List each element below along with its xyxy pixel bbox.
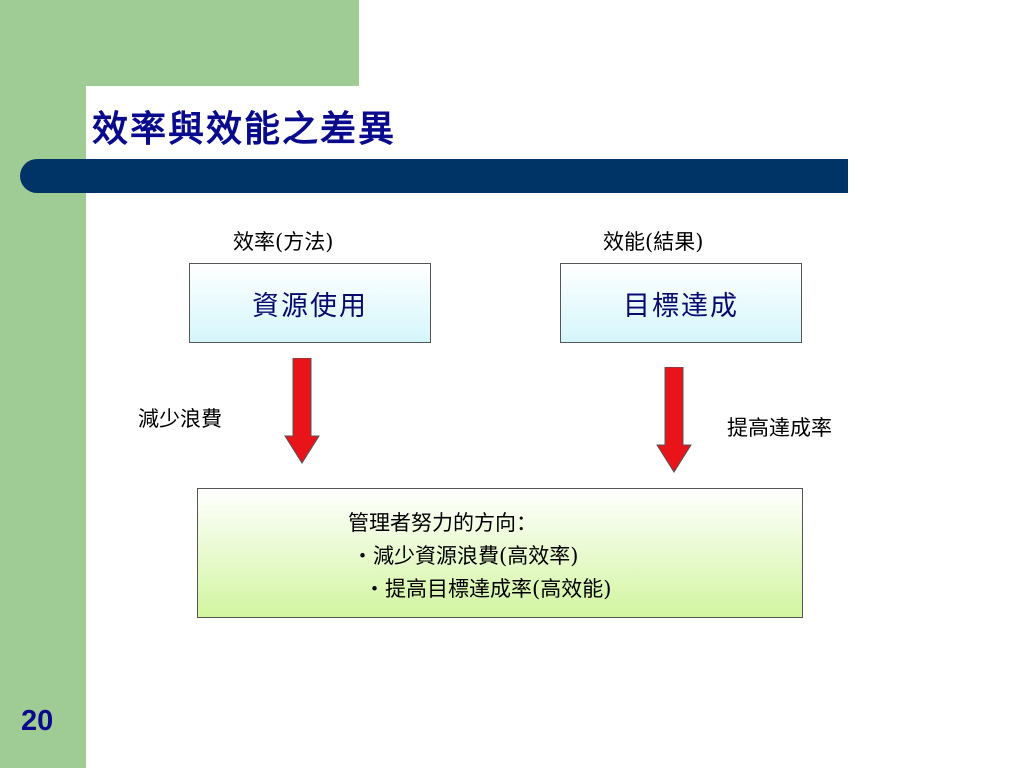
efficiency-box: 資源使用 [189, 263, 431, 343]
summary-item-effectiveness: ・提高目標達成率(高效能) [364, 577, 612, 601]
effectiveness-arrow-label: 提高達成率 [727, 416, 832, 440]
left-green-band [0, 0, 86, 768]
effectiveness-down-arrow [656, 367, 692, 473]
effectiveness-heading: 效能(結果) [603, 230, 704, 254]
title-bar [20, 159, 848, 193]
efficiency-arrow-label: 減少浪費 [138, 407, 222, 431]
slide-title: 效率與效能之差異 [92, 108, 397, 150]
slide-number: 20 [21, 705, 54, 737]
summary-heading: 管理者努力的方向： [348, 511, 537, 535]
efficiency-down-arrow [284, 358, 320, 464]
summary-item-efficiency: ・減少資源浪費(高效率) [352, 544, 579, 568]
top-green-band [86, 0, 359, 86]
summary-box: 管理者努力的方向： ・減少資源浪費(高效率) ・提高目標達成率(高效能) [197, 488, 803, 618]
effectiveness-box: 目標達成 [560, 263, 802, 343]
efficiency-heading: 效率(方法) [233, 230, 334, 254]
